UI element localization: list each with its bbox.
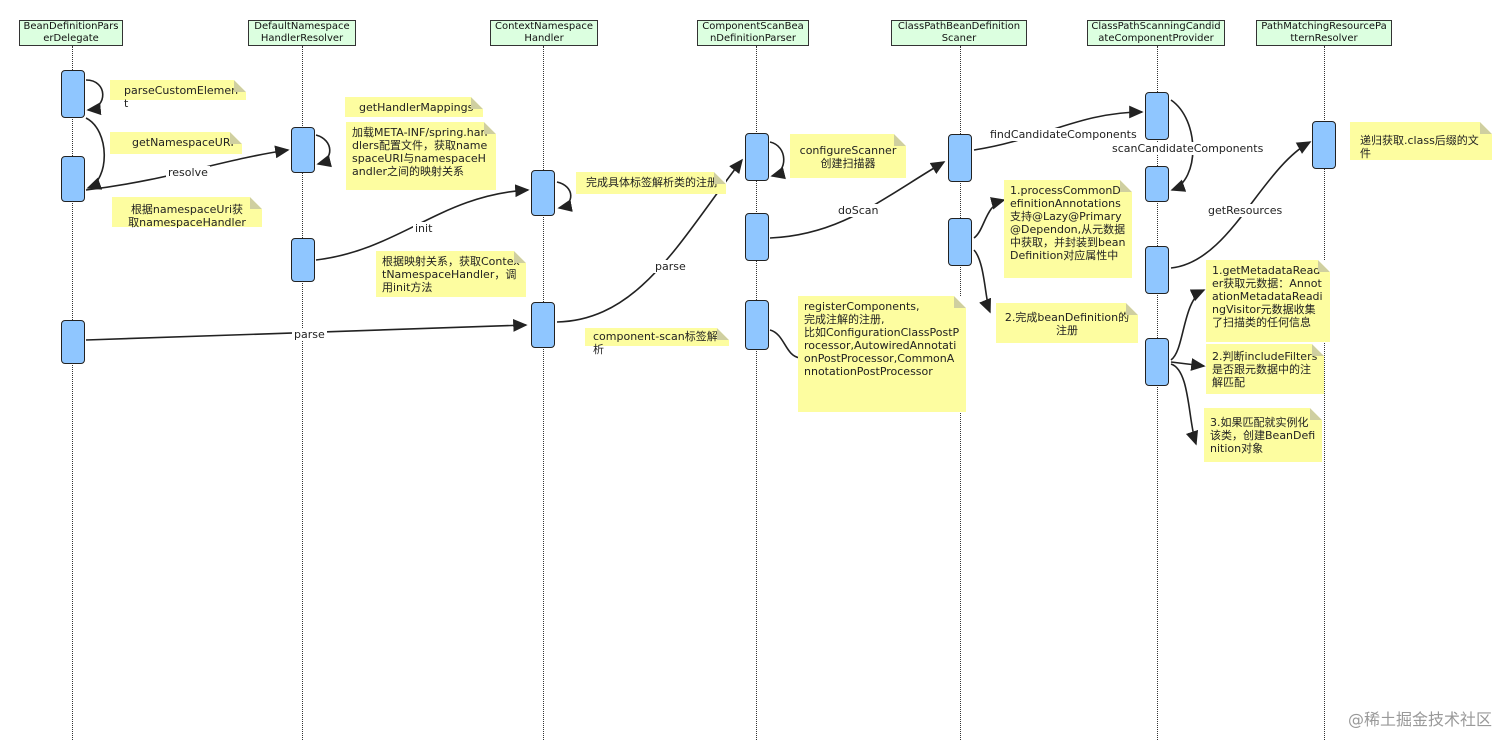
- participant-path-matching-resource-pattern-resolver: PathMatchingResourcePatternResolver: [1256, 20, 1392, 46]
- lifeline-p6: [1157, 46, 1158, 740]
- lifeline-p1: [72, 46, 73, 740]
- arrow-register-bd: [973, 249, 992, 314]
- lifeline-p7: [1324, 46, 1325, 740]
- activation-p2-a[interactable]: [291, 127, 315, 173]
- participant-class-path-scanning-candidate-component-provider: ClassPathScanningCandidateComponentProvi…: [1087, 20, 1225, 46]
- activation-p7-a[interactable]: [1312, 121, 1336, 169]
- activation-p6-b[interactable]: [1145, 166, 1169, 202]
- note-configure-scanner: configureScanner 创建扫描器: [790, 134, 906, 178]
- activation-p4-b[interactable]: [745, 213, 769, 261]
- message-label-get-resources: getResources: [1206, 204, 1285, 217]
- note-include-filters: 2.判断includeFilters是否跟元数据中的注解匹配: [1206, 344, 1324, 394]
- activation-p3-b[interactable]: [531, 302, 555, 348]
- activation-p2-b[interactable]: [291, 238, 315, 282]
- note-register-components: registerComponents, 完成注解的注册, 比如Configura…: [798, 296, 966, 412]
- note-register-parser: 完成具体标签解析类的注册: [576, 172, 726, 194]
- message-label-init: init: [413, 222, 435, 235]
- arrow-register-components: [769, 329, 801, 359]
- activation-p1-a[interactable]: [61, 70, 85, 118]
- note-namespace-handler: 根据namespaceUri获取namespaceHandler: [112, 197, 262, 229]
- message-label-scan-candidate-components: scanCandidateComponents: [1110, 142, 1266, 155]
- arrow-include-filters: [1170, 358, 1206, 371]
- arrow-get-namespace-uri: [85, 117, 105, 190]
- lifeline-p4: [756, 46, 757, 740]
- watermark: @稀土掘金技术社区: [1347, 710, 1492, 729]
- note-process-common: 1.processCommonDefinitionAnnotations支持@L…: [1004, 180, 1132, 278]
- lifeline-p3: [543, 46, 544, 740]
- activation-p6-d[interactable]: [1145, 338, 1169, 386]
- activation-p4-a[interactable]: [745, 133, 769, 181]
- arrow-register-parser: [556, 181, 573, 212]
- participant-bean-definition-parser-delegate: BeanDefinitionParserDelegate: [19, 20, 123, 46]
- note-get-handler-mappings: getHandlerMappings: [345, 97, 483, 117]
- activation-p1-b[interactable]: [61, 156, 85, 202]
- participant-class-path-bean-definition-scaner: ClassPathBeanDefinitionScaner: [891, 20, 1027, 46]
- activation-p3-a[interactable]: [531, 170, 555, 216]
- arrow-instantiate: [1170, 363, 1199, 446]
- message-label-resolve: resolve: [166, 166, 210, 179]
- participant-default-namespace-handler-resolver: DefaultNamespaceHandlerResolver: [248, 20, 356, 46]
- note-parse-custom-element: parseCustomElement: [110, 80, 246, 110]
- note-instantiate: 3.如果匹配就实例化该类，创建BeanDefinition对象: [1204, 408, 1322, 462]
- participant-component-scan-bean-definition-parser: ComponentScanBeanDefinitionParser: [697, 20, 809, 46]
- activation-p5-a[interactable]: [948, 134, 972, 182]
- message-label-find-candidate-components: findCandidateComponents: [988, 128, 1139, 141]
- note-component-scan: component-scan标签解析: [585, 328, 729, 356]
- note-init-context: 根据映射关系，获取ContextNamespaceHandler，调用init方…: [376, 251, 526, 297]
- message-label-parse-lower: parse: [292, 328, 327, 341]
- note-get-namespace-uri: getNamespaceURI: [110, 132, 242, 154]
- lifeline-p2: [302, 46, 303, 740]
- message-label-do-scan: doScan: [836, 204, 881, 217]
- arrow-metadata-reader: [1170, 289, 1206, 361]
- arrow-process-common: [973, 197, 1006, 239]
- arrow-configure-scanner: [769, 141, 786, 180]
- note-metadata-reader: 1.getMetadataReader获取元数据：AnnotationMetad…: [1206, 260, 1330, 342]
- note-class-files: 递归获取.class后缀的文件: [1350, 122, 1492, 160]
- note-register-bd: 2.完成beanDefinition的注册: [996, 303, 1138, 343]
- participant-context-namespace-handler: ContextNamespaceHandler: [490, 20, 598, 46]
- activation-p6-a[interactable]: [1145, 92, 1169, 140]
- activation-p4-c[interactable]: [745, 300, 769, 350]
- activation-p5-b[interactable]: [948, 218, 972, 266]
- arrow-find-candidate-components: [973, 105, 1144, 151]
- arrow-parse-custom-element: [85, 79, 104, 116]
- activation-p1-c[interactable]: [61, 320, 85, 364]
- message-label-parse-upper: parse: [653, 260, 688, 273]
- arrow-get-handler-mappings: [315, 134, 332, 168]
- note-load-meta: 加载META-INF/spring.handlers配置文件，获取namespa…: [346, 122, 496, 190]
- activation-p6-c[interactable]: [1145, 246, 1169, 294]
